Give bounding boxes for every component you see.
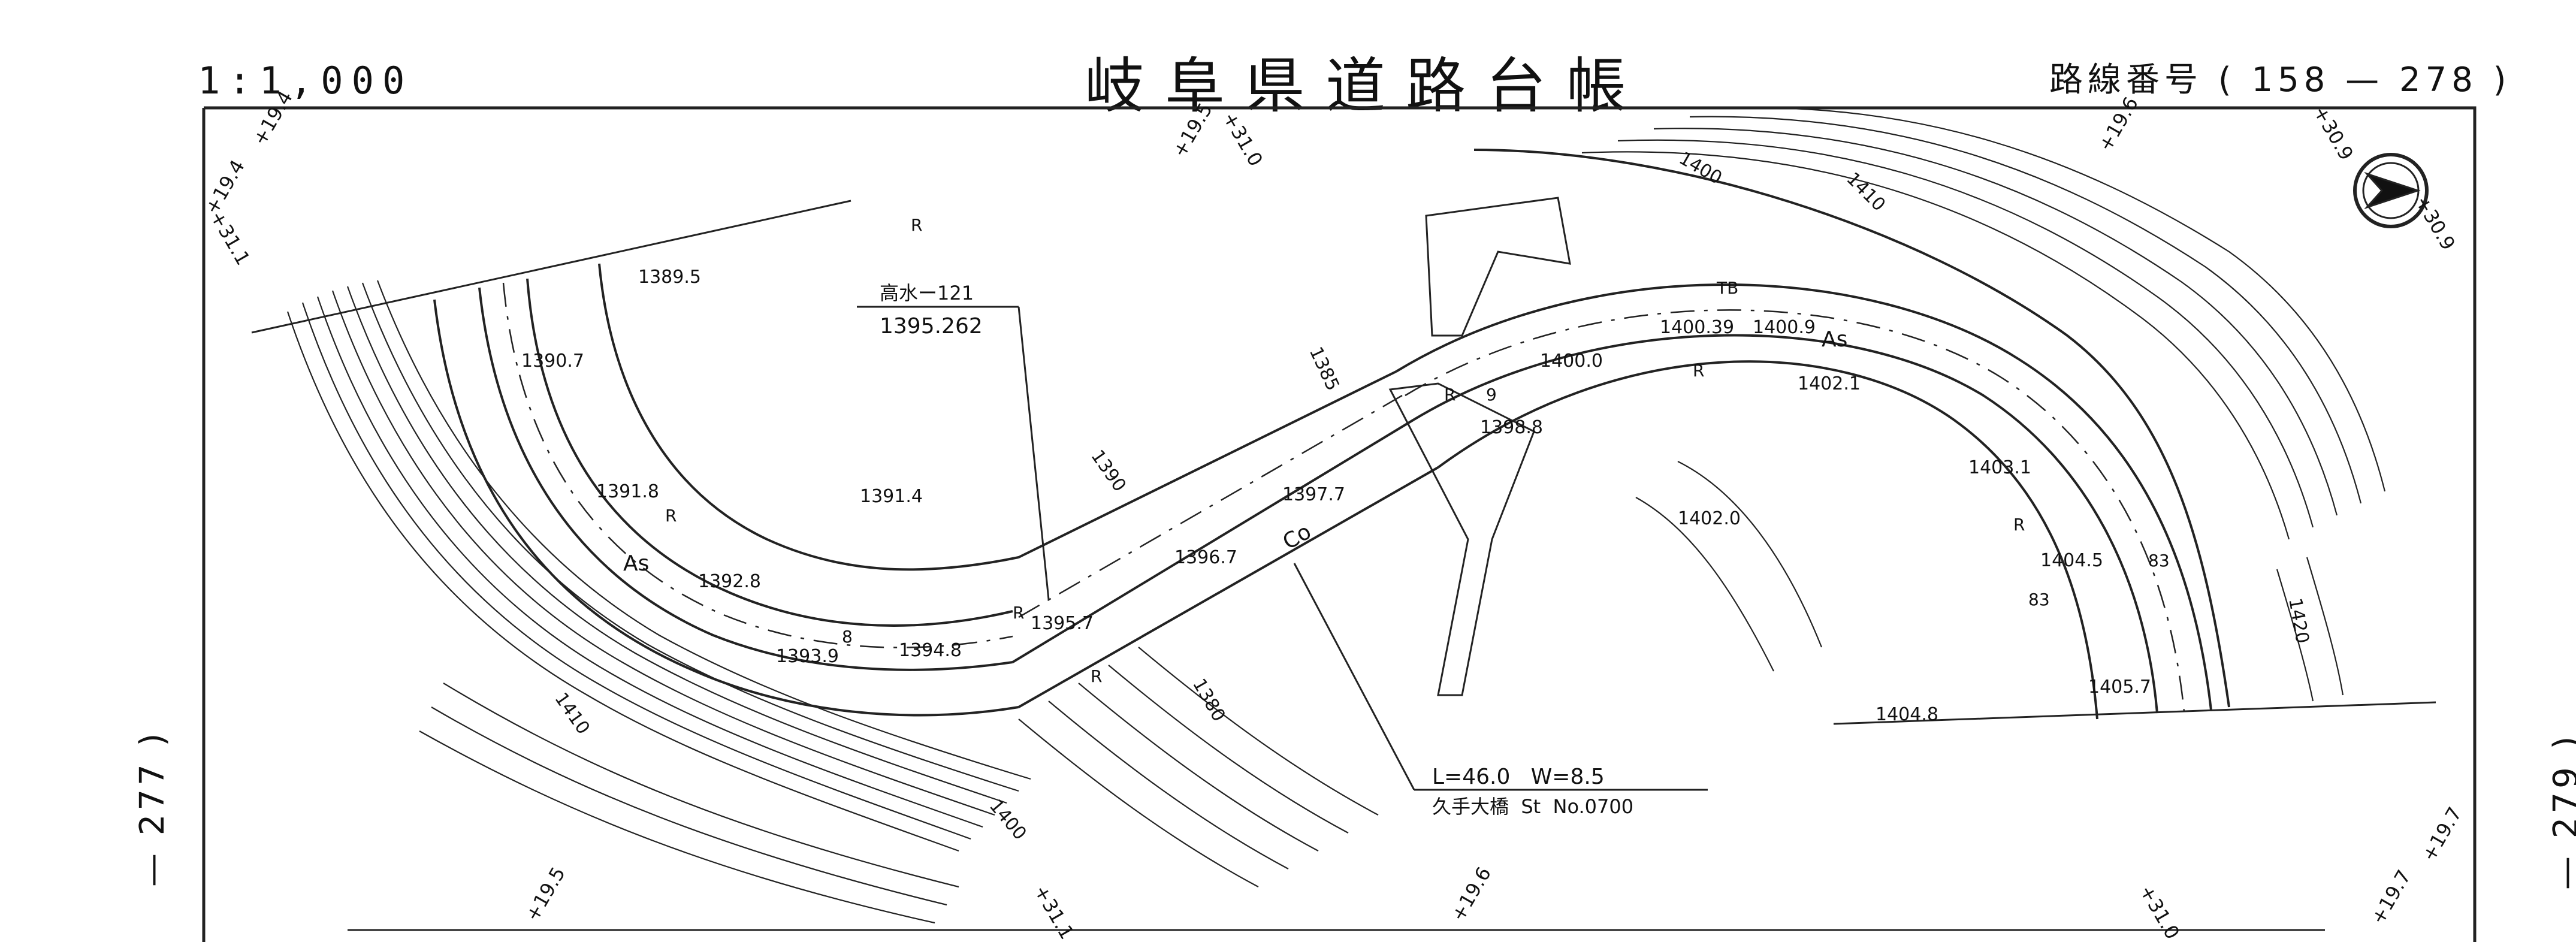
bridge-name: 久手大橋 St No.0700 <box>1432 795 1633 818</box>
benchmark-name: 高水ー121 <box>880 282 974 304</box>
elevation-point: 1402.1 <box>1798 373 1861 394</box>
chainage-label: +19.4 <box>248 87 297 149</box>
elevation-point: 1400.9 <box>1753 317 1816 338</box>
elevation-point: 1404.5 <box>2040 550 2103 571</box>
chainage-label: +19.5 <box>1168 99 1217 161</box>
benchmark-value: 1395.262 <box>880 314 983 339</box>
elevation-point: 1398.8 <box>1480 417 1543 438</box>
chainage-label: +19.7 <box>2417 803 2466 865</box>
route-number-label: 路線番号 <box>2049 61 2203 99</box>
elevation-point: 1397.7 <box>1282 484 1345 505</box>
map-symbol: R <box>665 506 677 526</box>
surface-label: Co <box>1279 520 1315 555</box>
chainage-label: +31.0 <box>1218 108 1267 170</box>
elevation-point: 1404.8 <box>1876 704 1938 725</box>
map-symbol: 83 <box>2148 551 2170 570</box>
chainage-label: +31.0 <box>2135 881 2184 942</box>
map-symbol: R <box>2013 515 2025 535</box>
chainage-label: +19.5 <box>521 863 570 925</box>
elevation-point: 1405.7 <box>2088 677 2151 698</box>
elevation-point: 1395.7 <box>1031 613 1094 634</box>
scale-label: 1:1,000 <box>198 59 413 102</box>
contour-label: 1400 <box>1675 148 1726 189</box>
map-symbol: 8 <box>842 627 853 647</box>
map-symbol: 83 <box>2028 590 2050 609</box>
map-symbol: 9 <box>1486 385 1497 404</box>
elevation-point: 1400.0 <box>1540 351 1603 372</box>
map-symbol: R <box>1091 666 1102 686</box>
elevation-point: 1394.8 <box>899 640 962 661</box>
map-symbol: R <box>1444 385 1455 404</box>
elevation-point: 1396.7 <box>1174 547 1237 568</box>
map-symbol: TB <box>1716 278 1738 298</box>
map-symbol: R <box>911 215 922 235</box>
surface-label: As <box>623 551 649 576</box>
chainage-label: +31.1 <box>206 207 255 269</box>
chainage-label: +19.7 <box>2366 866 2415 928</box>
bridge-info: L=46.0 W=8.5 久手大橋 St No.0700 <box>1432 765 1633 818</box>
elevation-point: 1389.5 <box>638 267 701 288</box>
map-symbol: R <box>1693 361 1704 381</box>
contour-label: 1390 <box>1086 446 1130 496</box>
chainage-label: +30.9 <box>2411 192 2460 254</box>
elevation-point: 1402.0 <box>1678 508 1741 529</box>
elevation-point: 1392.8 <box>698 571 761 592</box>
north-arrow-icon <box>2353 153 2429 228</box>
elevation-point: 1391.8 <box>596 481 659 502</box>
bridge-dims: L=46.0 W=8.5 <box>1432 765 1605 789</box>
contour-label: 1400 <box>985 796 1031 844</box>
surface-label: As <box>1822 327 1847 352</box>
elevation-point: 1391.4 <box>860 486 923 507</box>
contour-label: 1420 <box>2284 596 2313 645</box>
elevation-point: 1403.1 <box>1968 457 2031 478</box>
map-symbol: R <box>1013 603 1024 623</box>
elevation-point: 1390.7 <box>521 351 584 372</box>
contour-label: 1385 <box>1305 344 1343 394</box>
elevation-point: 1400.39 <box>1660 317 1734 338</box>
route-number-value: ( 158 — 278 ) <box>2218 61 2511 99</box>
chainage-label: +30.9 <box>2309 102 2358 164</box>
route-number: 路線番号 ( 158 — 278 ) <box>2049 53 2511 101</box>
benchmark: 高水ー121 1395.262 <box>880 282 983 339</box>
chainage-label: +19.6 <box>1446 863 1496 925</box>
contour-label: 1410 <box>1842 168 1889 216</box>
chainage-label: +31.1 <box>1029 881 1079 942</box>
elevation-point: 1393.9 <box>776 646 839 667</box>
contour-label: 1410 <box>550 689 593 739</box>
contour-label: 1380 <box>1188 675 1229 726</box>
chainage-label: +19.6 <box>2094 93 2143 155</box>
